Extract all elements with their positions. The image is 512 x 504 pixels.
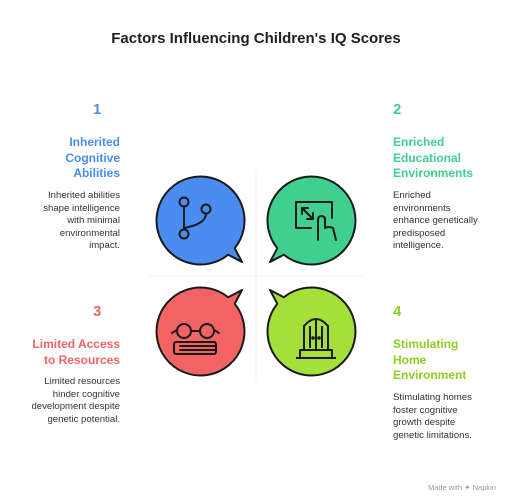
factor-1-heading: Inherited Cognitive Abilities — [65, 135, 120, 180]
factor-3-heading: Limited Access to Resources — [32, 337, 120, 367]
branch-icon — [178, 196, 212, 240]
factor-2-number: 2 — [393, 101, 402, 118]
factor-4-number: 4 — [393, 303, 402, 320]
factor-3-number: 3 — [93, 303, 102, 320]
bubble-4-lime — [266, 286, 357, 377]
bubble-2-green — [266, 175, 357, 266]
bubble-1-blue — [155, 175, 246, 266]
page-title: Factors Influencing Children's IQ Scores — [111, 30, 401, 47]
home-door-icon — [296, 318, 336, 359]
factor-2-description: Enriched environments enhance geneticall… — [393, 190, 478, 251]
touch-resize-icon — [295, 201, 337, 241]
napkin-watermark: Made with ✦ Napkin — [428, 483, 496, 492]
factor-1-number: 1 — [93, 101, 102, 118]
bubble-3-red — [155, 286, 246, 377]
factor-4-heading: Stimulating Home Environment — [393, 337, 467, 382]
factor-1-description: Inherited abilities shape intelligence w… — [43, 190, 120, 251]
glasses-books-icon — [171, 323, 220, 355]
factor-3-description: Limited resources hinder cognitive devel… — [31, 376, 120, 425]
factor-4-description: Stimulating homes foster cognitive growt… — [393, 392, 472, 441]
factor-2-heading: Enriched Educational Environments — [393, 135, 474, 180]
